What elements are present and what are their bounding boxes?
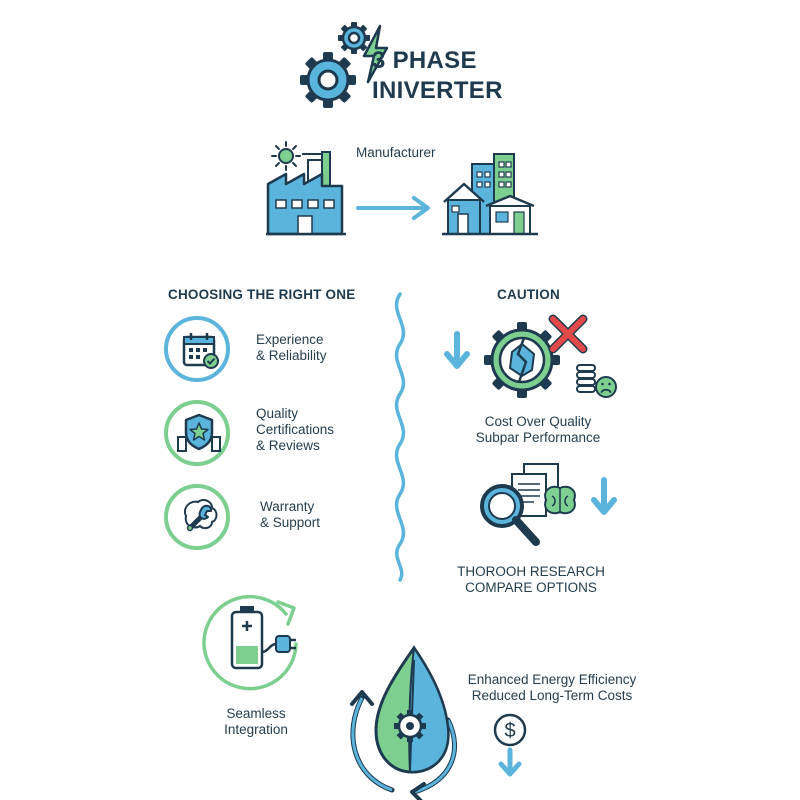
arrow-down-icon [444,331,470,369]
lightning-bolt-icon [362,24,389,84]
quality-line-3: & Reviews [256,438,320,453]
wrench-support-icon [184,499,218,532]
quality-circle [164,400,230,466]
quality-text: Quality Certifications & Reviews [256,406,334,454]
wavy-divider [394,292,406,582]
manufacturer-label: Manufacturer [356,145,436,160]
cost-over-quality: Cost Over Quality [484,414,592,429]
quality-line-2: Certifications [256,422,335,437]
warranty-line-2: & Support [260,515,321,530]
research-magnifier-icon [480,463,576,546]
calendar-check-icon [182,333,219,369]
integration-line-2: Integration [224,722,288,737]
experience-text: Experience & Reliability [256,332,327,364]
red-x-icon [548,314,588,354]
caution-item-1-text: Cost Over Quality Subpar Performance [458,414,618,446]
compare-options: COMPARE OPTIONS [465,580,597,595]
arrow-right-icon [356,196,430,220]
broken-gear-icon [484,322,560,398]
experience-line-2: & Reliability [256,348,327,363]
efficiency-text: Enhanced Energy Efficiency Reduced Long-… [454,672,650,704]
subpar-performance: Subpar Performance [475,430,601,445]
title-line-2: INIVERTER [372,77,503,104]
integration-line-1: Seamless [226,706,286,721]
integration-text: Seamless Integration [212,706,300,738]
page-title: 3 PHASE INIVERTER [372,46,503,106]
battery-plug-cycle-icon [202,594,298,691]
caution-item-2-text: THOROOH RESEARCH COMPARE OPTIONS [446,564,616,596]
dollar-coin-down-icon: $ [493,713,527,777]
caution-heading: CAUTION [497,287,560,302]
warranty-circle [164,484,230,550]
gears-icon [300,22,370,108]
experience-circle [164,316,230,382]
choosing-heading: CHOOSING THE RIGHT ONE [168,287,356,302]
leaf-drop-gear-icon [350,645,458,800]
coins-sad-face-icon [576,364,617,398]
reduced-costs: Reduced Long-Term Costs [471,688,633,703]
title-line-1: 3 PHASE [372,47,477,74]
warranty-text: Warranty & Support [260,499,320,531]
quality-line-1: Quality [256,406,299,421]
factory-icon [266,141,346,236]
svg-text:$: $ [504,720,515,742]
shield-star-icon [177,413,221,452]
experience-line-1: Experience [256,332,324,347]
houses-city-icon [442,153,538,236]
thorough-research: THOROOH RESEARCH [457,564,605,579]
warranty-line-1: Warranty [260,499,315,514]
arrow-down-icon-2 [591,477,617,515]
enhanced-efficiency: Enhanced Energy Efficiency [467,672,637,687]
